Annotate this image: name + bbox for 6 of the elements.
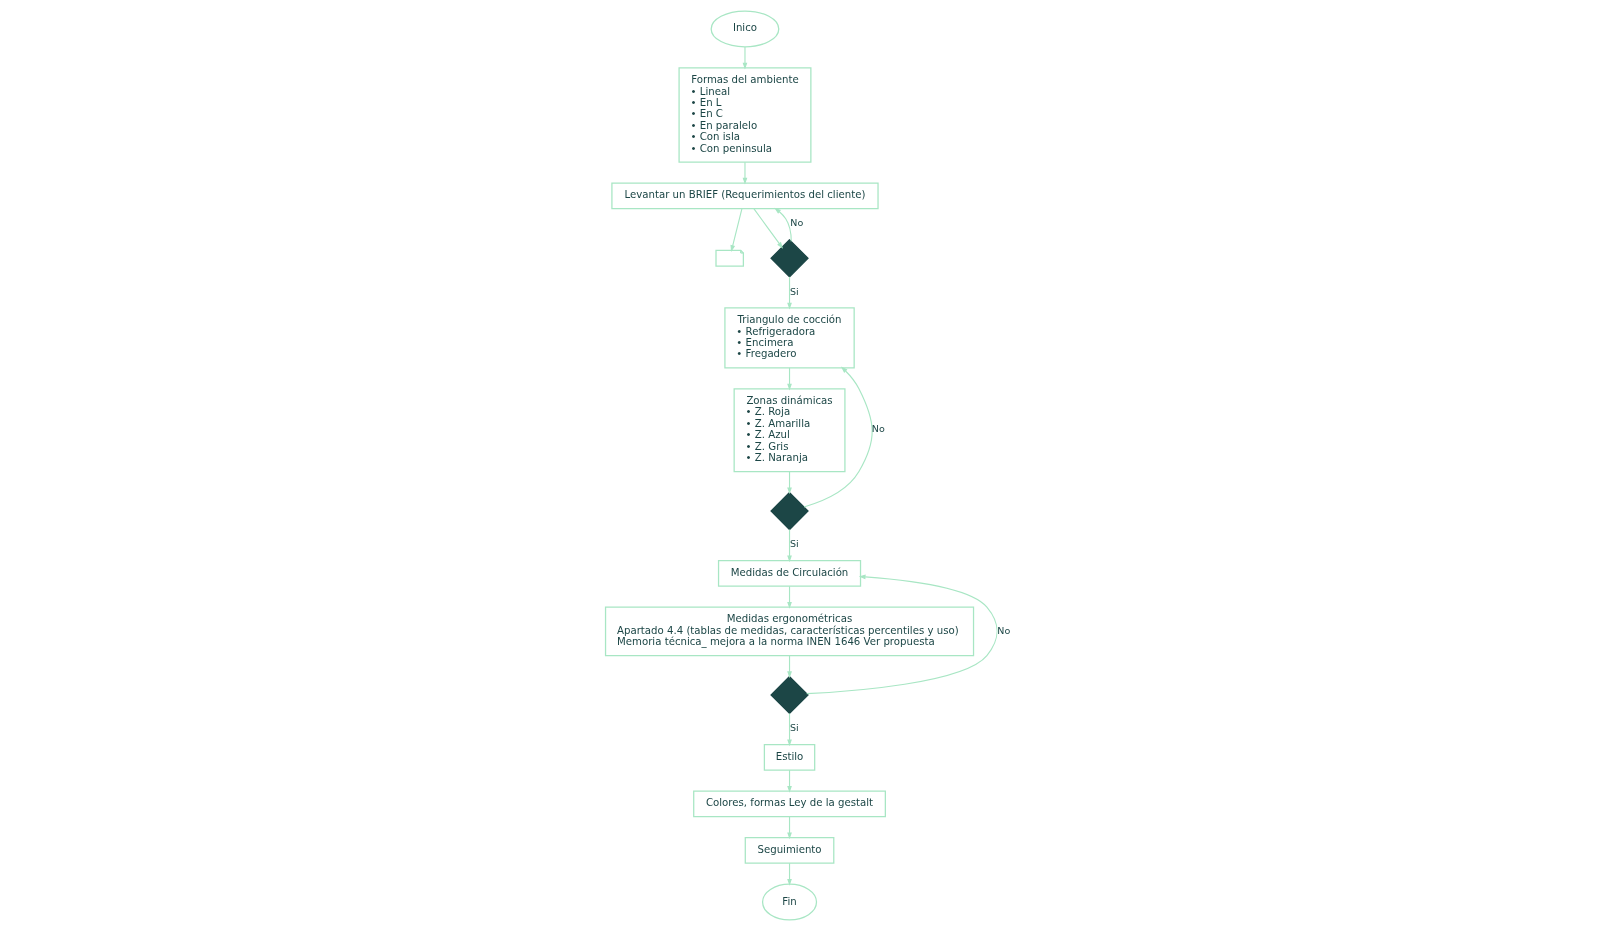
edge-label: No	[996, 624, 1010, 636]
edge-label: Si	[789, 285, 799, 297]
edge-label: Si	[789, 722, 799, 734]
edge-label: Si	[789, 538, 799, 550]
edge-label: No	[871, 423, 885, 435]
edge-label: No	[789, 217, 803, 229]
